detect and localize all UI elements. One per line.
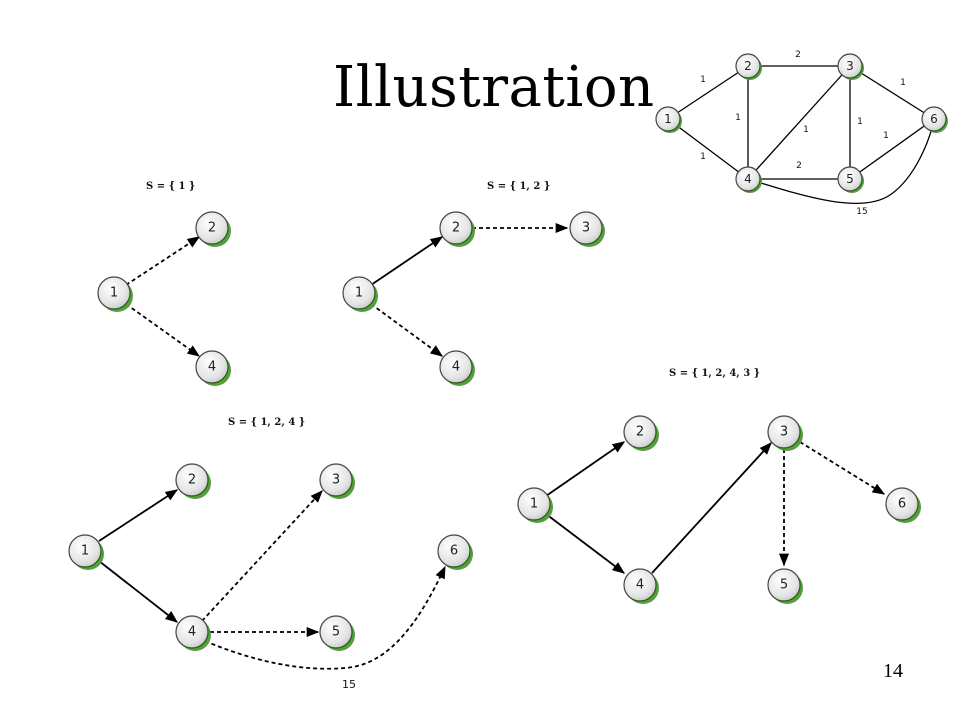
step-4-diagram: S = { 1, 2, 4, 3 } 1 2 3 4 5 6 [517,368,921,604]
node-label: 6 [930,112,938,126]
node-label: 1 [110,286,118,301]
node-label: 3 [846,59,854,73]
page-number: 14 [883,660,903,682]
tentative-edge-1-2 [125,236,201,286]
ref-node-4: 4 [735,166,762,193]
node-label: 5 [846,172,854,186]
weight-2-3: 2 [795,50,801,60]
weight-3-4: 1 [803,125,809,135]
node-2: 2 [195,211,231,247]
node-label: 4 [208,360,216,375]
weight-1-2: 1 [700,75,706,85]
step-1-diagram: S = { 1 } 1 2 4 [97,181,231,386]
node-2: 2 [623,415,659,451]
node-2: 2 [439,211,475,247]
edge-5-6 [849,118,935,180]
step-label: S = { 1, 2 } [487,181,550,192]
node-1: 1 [97,276,133,312]
weight-2-4: 1 [735,113,741,123]
tree-edge-1-2 [370,236,444,286]
node-label: 5 [332,625,340,640]
node-label: 1 [530,497,538,512]
node-label: 3 [582,221,590,236]
edge-3-4 [747,65,851,180]
node-label: 2 [636,425,644,440]
tree-edge-1-2 [98,489,179,542]
edge-1-4 [667,118,749,180]
tentative-edge-3-6 [799,441,886,495]
tentative-edge-4-3 [201,490,323,622]
tentative-edge-1-4 [370,303,444,357]
tree-edge-1-2 [545,441,626,497]
weight-5-6: 1 [883,131,889,141]
step-3-diagram: S = { 1, 2, 4 } 15 1 2 3 4 5 6 [68,417,473,691]
node-label: 2 [208,221,216,236]
weight-4-6: 15 [856,207,867,217]
reference-graph: 1 1 2 1 1 1 1 2 1 15 1 2 3 4 5 6 [655,50,948,217]
node-6: 6 [437,534,473,570]
node-label: 5 [780,578,788,593]
tentative-edge-1-4 [125,303,201,357]
tentative-edge-4-6 [204,565,446,670]
ref-node-5: 5 [837,166,864,193]
weight-label: 15 [342,678,356,691]
node-label: 4 [188,625,196,640]
edge-3-6 [849,65,935,120]
node-2: 2 [175,463,211,499]
node-label: 6 [450,544,458,559]
node-label: 2 [188,473,196,488]
node-1: 1 [68,534,104,570]
tree-edge-4-3 [651,442,772,574]
node-4: 4 [439,350,475,386]
step-label: S = { 1 } [146,181,195,192]
edge-4-6 [747,118,935,205]
ref-node-1: 1 [655,106,682,133]
node-label: 6 [898,497,906,512]
tree-edge-1-4 [98,560,178,623]
node-label: 4 [452,360,460,375]
slide-title: Illustration [333,55,655,120]
node-3: 3 [319,463,355,499]
weight-3-6: 1 [900,78,906,88]
node-4: 4 [195,350,231,386]
weight-1-4: 1 [700,152,706,162]
node-label: 2 [452,221,460,236]
node-label: 3 [780,425,788,440]
node-label: 1 [355,286,363,301]
node-4: 4 [175,615,211,651]
node-5: 5 [767,568,803,604]
tree-edge-1-4 [545,513,626,574]
node-1: 1 [517,487,553,523]
weight-4-5: 2 [796,161,802,171]
node-label: 4 [636,578,644,593]
node-5: 5 [319,615,355,651]
node-label: 3 [332,473,340,488]
node-label: 2 [744,59,752,73]
step-label: S = { 1, 2, 4, 3 } [669,368,760,379]
ref-node-3: 3 [837,53,864,80]
node-4: 4 [623,568,659,604]
node-3: 3 [767,415,803,451]
edge-1-2 [667,65,749,120]
node-1: 1 [342,276,378,312]
step-label: S = { 1, 2, 4 } [228,417,305,428]
node-6: 6 [885,487,921,523]
node-label: 1 [664,112,672,126]
step-2-diagram: S = { 1, 2 } 1 2 3 4 [342,181,605,386]
node-label: 4 [744,172,752,186]
ref-node-2: 2 [735,53,762,80]
node-label: 1 [81,544,89,559]
weight-3-5: 1 [857,117,863,127]
node-3: 3 [569,211,605,247]
ref-node-6: 6 [921,106,948,133]
